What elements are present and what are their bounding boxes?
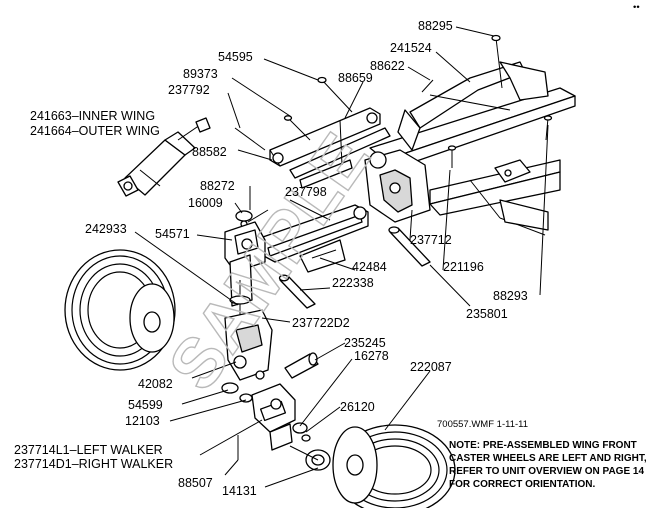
label-14131: 14131 xyxy=(222,484,257,498)
label-88293: 88293 xyxy=(493,289,528,303)
label-237798: 237798 xyxy=(285,185,327,199)
label-235801: 235801 xyxy=(466,307,508,321)
note-line-3: REFER TO UNIT OVERVIEW ON PAGE 14 xyxy=(449,466,644,477)
label-88659: 88659 xyxy=(338,71,373,85)
label-42082: 42082 xyxy=(138,377,173,391)
label-88622: 88622 xyxy=(370,59,405,73)
label-237722D2: 237722D2 xyxy=(292,316,350,330)
label-88582: 88582 xyxy=(192,145,227,159)
label-222338: 222338 xyxy=(332,276,374,290)
caster-head xyxy=(224,221,266,307)
walker-assembly xyxy=(221,382,311,460)
label-16009: 16009 xyxy=(188,196,223,210)
label-237792: 237792 xyxy=(168,83,210,97)
label-241524: 241524 xyxy=(390,41,432,55)
label-26120: 26120 xyxy=(340,400,375,414)
label-54599: 54599 xyxy=(128,398,163,412)
left-tire xyxy=(64,249,176,371)
label-88295: 88295 xyxy=(418,19,453,33)
leader-lines xyxy=(134,26,549,488)
caster-arm xyxy=(259,204,369,273)
label-237712: 237712 xyxy=(410,233,452,247)
label-16278: 16278 xyxy=(354,349,389,363)
pin-235801 xyxy=(388,226,431,267)
mounting-bracket xyxy=(397,61,549,151)
label-54571: 54571 xyxy=(155,227,190,241)
label-241663: 241663–INNER WING xyxy=(30,109,155,123)
orientation-note: NOTE: PRE-ASSEMBLED WING FRONT CASTER WH… xyxy=(449,440,647,490)
corner-mark: •• xyxy=(633,2,640,13)
label-88272: 88272 xyxy=(200,179,235,193)
part-labels: 88295 241524 54595 89373 88622 237792 88… xyxy=(14,19,528,498)
note-line-2: CASTER WHEELS ARE LEFT AND RIGHT, xyxy=(449,453,647,464)
pin-222338 xyxy=(278,274,316,309)
label-54595: 54595 xyxy=(218,50,253,64)
caster-spindle xyxy=(224,280,273,381)
label-42484: 42484 xyxy=(352,260,387,274)
label-242933: 242933 xyxy=(85,222,127,236)
label-237714L1: 237714L1–LEFT WALKER xyxy=(14,443,163,457)
bolts-top xyxy=(421,34,553,168)
note-line-1: NOTE: PRE-ASSEMBLED WING FRONT xyxy=(449,440,637,451)
wheel-hub xyxy=(289,445,331,471)
label-235245: 235245 xyxy=(344,336,386,350)
pin-235245 xyxy=(284,352,319,379)
label-241664: 241664–OUTER WING xyxy=(30,124,160,138)
label-222087: 222087 xyxy=(410,360,452,374)
label-89373: 89373 xyxy=(183,67,218,81)
hydraulic-cylinder xyxy=(117,117,211,197)
label-88507: 88507 xyxy=(178,476,213,490)
label-12103: 12103 xyxy=(125,414,160,428)
pivot-mount xyxy=(364,149,531,223)
right-tire xyxy=(332,424,456,508)
drawing-id: 700557.WMF 1-11-11 xyxy=(437,419,528,430)
label-237714D1: 237714D1–RIGHT WALKER xyxy=(14,457,173,471)
parallel-link-arms xyxy=(269,107,391,189)
label-221196: 221196 xyxy=(443,260,484,274)
note-line-4: FOR CORRECT ORIENTATION. xyxy=(449,479,596,490)
